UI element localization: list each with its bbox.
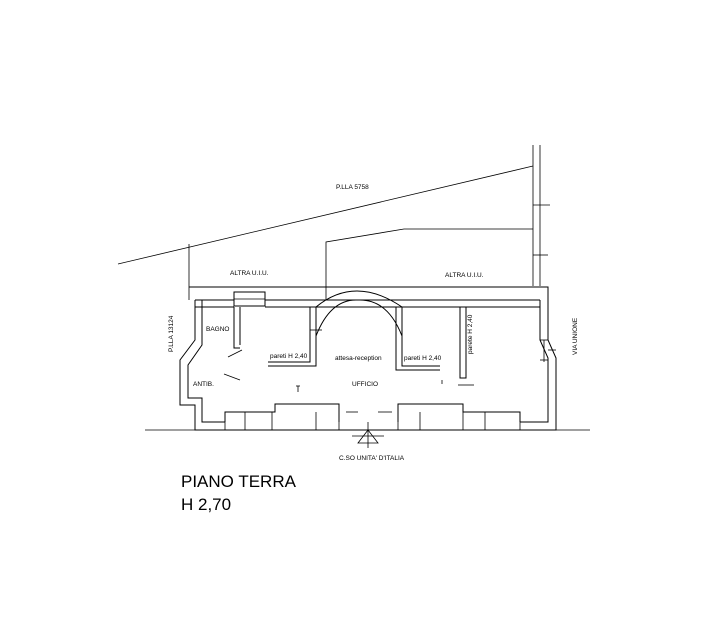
ufficio-label: UFFICIO [352,381,378,388]
pareti-right-label: pareti H 2,40 [404,355,442,362]
front-facade [224,403,521,431]
arch-opening [315,290,403,337]
attesa-reception-label: attesa-reception [335,355,382,362]
side-openings [540,339,556,362]
exterior-walls [179,286,557,431]
site-boundary-lines [117,145,590,431]
other-unit-right-label: ALTRA U.I.U. [445,272,484,279]
antibagno-label: ANTIB. [193,381,214,388]
parcel-5758-label: P.LLA 5758 [336,184,369,191]
via-unione-label: VIA UNIONE [572,317,579,355]
floor-height: H 2,70 [181,495,231,514]
entrance-marker [352,422,384,448]
floor-title: PIANO TERRA [181,472,297,491]
interior-partitions [223,307,474,392]
other-unit-left-label: ALTRA U.I.U. [230,270,269,277]
pareti-left-label: pareti H 2,40 [270,353,308,360]
parcel-13124-label: P.LLA 13124 [168,315,175,352]
parete-vertical-label: parete H 2,40 [467,314,474,354]
bagno-label: BAGNO [206,326,229,333]
street-label: C.SO UNITA' D'ITALIA [339,455,405,462]
shaft-element [233,291,266,307]
